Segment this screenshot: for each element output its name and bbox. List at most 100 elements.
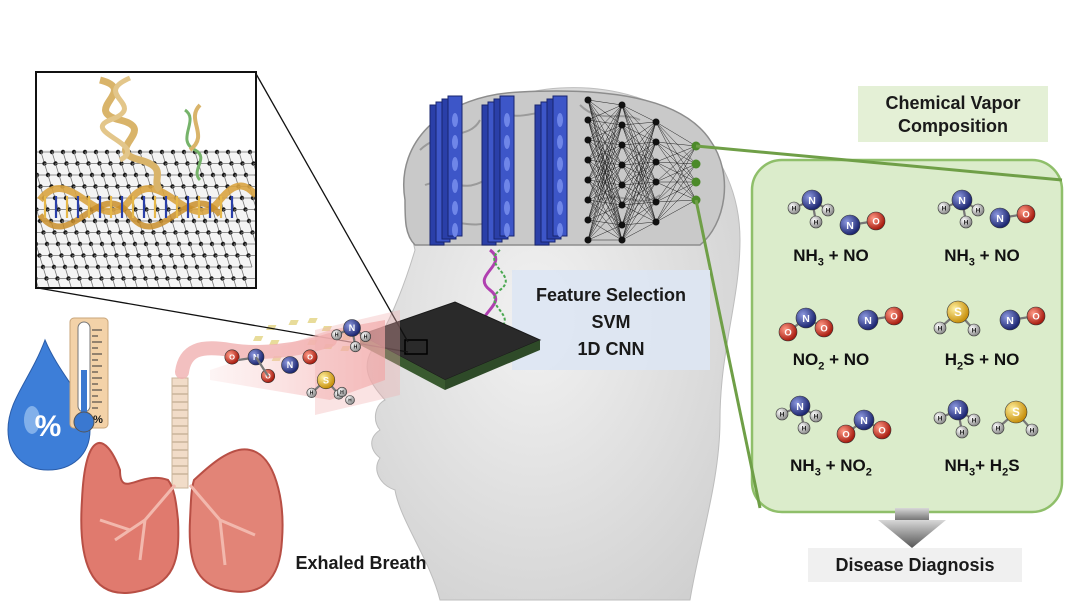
cnn-unit [452,223,458,237]
nn-edge [621,121,657,226]
hydrogen-atom: H [331,329,343,341]
nn-edge [655,141,697,147]
carbon-atom [27,219,31,223]
carbon-atom [31,196,35,200]
carbon-bond [10,267,14,279]
cnn-unit [452,157,458,171]
svg-text:S: S [1012,407,1020,419]
nn-node [618,121,626,129]
oxygen-atom: O [778,322,798,342]
cnn-unit [504,135,510,149]
hydrogen-atom: H [967,413,981,427]
svg-text:N: N [958,195,966,207]
nn-edge [655,141,697,165]
carbon-bond [26,175,30,187]
svg-text:H: H [780,411,785,418]
nn-edge [587,104,623,221]
feature-selection-box [512,270,710,370]
nn-edge [621,161,657,226]
mixture-3-part-a: NO [792,350,819,369]
carbon-atom [30,265,34,269]
nn-edge [621,121,657,241]
nn-edge [621,104,657,123]
hydrogen-atom: H [345,395,355,405]
carbon-bond [90,278,94,287]
cnn-layer-blocks [429,95,568,246]
nitrogen-atom: N [951,189,973,211]
carbon-bond [25,279,29,291]
mixture-4-plus: S + [963,350,994,369]
cnn-unit [504,201,510,215]
svg-text:H: H [1030,427,1035,434]
nn-edge [587,104,623,141]
svg-text:N: N [996,213,1004,225]
carbon-atom [8,265,12,269]
nn-edge [587,219,623,241]
nn-edge [621,121,657,126]
mixture-2-plus: + [974,246,995,265]
nn-edge [587,224,623,241]
nn-node [618,221,626,229]
carbon-bond [156,278,160,287]
nn-node [618,141,626,149]
nn-edge [655,163,697,183]
carbon-bond [112,278,116,287]
mixture-label-3: NO2 + NO [771,350,891,372]
thermometer-percent-symbol: % [93,414,103,426]
nitrogen-atom: N [839,214,861,236]
feature-selection-text: Feature Selection [535,285,687,305]
chip-electrode [288,320,299,325]
carbon-bond [21,267,25,279]
nn-node [618,161,626,169]
nn-edge [621,221,657,241]
svg-text:H: H [814,219,819,226]
chemical-bond [255,356,269,377]
nn-edge [587,124,623,241]
mixture-5-plus: + [820,456,841,475]
svg-text:O: O [842,429,849,440]
nn-node [691,159,701,169]
mixture-2-part-b: NO [994,246,1020,265]
nitrogen-atom: N [795,307,817,329]
carbon-bond [26,210,30,222]
chemical-vapor-label-bg [858,86,1048,142]
svg-text:O: O [265,373,271,381]
carbon-bond [257,175,261,187]
nn-edge [655,161,697,201]
nn-node [652,118,660,126]
mixture-label-6: NH3+ H2S [922,456,1042,478]
nitrogen-atom: N [853,409,875,431]
carbon-bond [123,278,127,287]
cnn-unit [504,223,510,237]
nn-edge [655,163,697,203]
carbon-bond [30,187,34,199]
nn-node [618,181,626,189]
chemical-vapor-title: Chemical Vapor Composition [858,92,1048,138]
nn-node [652,198,660,206]
svg-text:N: N [802,313,810,325]
feature-selection-label: Feature Selection SVM 1D CNN [512,282,710,363]
nn-node [584,216,592,224]
svg-text:H: H [996,425,1001,432]
cnn-unit [452,135,458,149]
svg-text:S: S [954,307,962,319]
nn-edge [621,221,657,226]
carbon-bond [37,282,39,287]
nitrogen-atom: N [789,395,811,417]
nn-edge [621,181,657,226]
mixture-5-sub-b: 2 [865,466,872,479]
hydrogen-atom: H [967,323,981,337]
diagnosis-arrow [878,508,946,548]
carbon-bond [265,164,269,176]
nitrogen-atom: N [999,309,1021,331]
chip-electrode [321,326,332,331]
nn-edge [655,145,697,223]
hydrogen-atom: H [809,215,823,229]
mixture-label-2: NH3 + NO [922,246,1042,268]
nn-edge [655,121,697,165]
nn-edge [587,104,623,181]
nn-edge [655,199,697,223]
svg-text:S: S [323,375,329,385]
nn-edge [655,145,697,163]
mixture-3-part-b: NO [843,350,870,369]
